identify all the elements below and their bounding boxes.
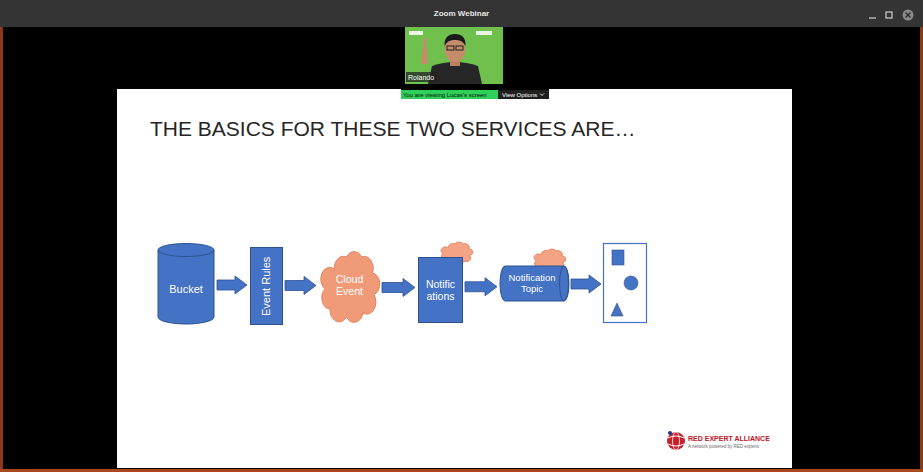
process-box: Notific ations <box>418 257 463 323</box>
desktop-edge <box>0 469 923 472</box>
slide-title: THE BASICS FOR THESE TWO SERVICES ARE… <box>150 118 635 139</box>
node-label: Event Rules <box>260 256 273 315</box>
desktop-edge <box>0 27 3 472</box>
logo-tagline: A network powered by RED experts <box>688 445 759 450</box>
event-cloud: Cloud Event <box>319 245 380 325</box>
view-options-button <box>498 90 549 99</box>
slide <box>549 89 792 99</box>
node-label: Cloud Event <box>328 273 371 297</box>
shapes-panel <box>604 244 647 323</box>
block-arrow <box>382 279 415 297</box>
viewing-banner-text: You are viewing Lucas's screen <box>403 92 487 98</box>
storage-cylinder: Bucket <box>157 243 215 325</box>
block-arrow <box>571 275 601 293</box>
node-label: Bucket <box>169 283 203 296</box>
window-buttons <box>869 10 914 21</box>
logo-globe <box>667 431 685 450</box>
slide <box>117 99 792 468</box>
node-label: Notific ations <box>421 278 460 302</box>
block-arrow <box>285 277 316 295</box>
slide <box>117 89 401 99</box>
chevron-icon <box>540 94 544 96</box>
block-arrow <box>465 278 497 296</box>
block-arrow <box>217 276 247 294</box>
viewing-banner <box>401 90 498 99</box>
topic-cylinder: Notification Topic <box>500 265 570 302</box>
video-thumbnail <box>405 27 503 84</box>
button-label: View Options <box>502 92 537 98</box>
logo-text: RED EXPERT ALLIANCE <box>688 435 770 442</box>
desktop-edge <box>920 27 923 472</box>
name-tag <box>406 72 437 82</box>
process-box: Event Rules <box>250 247 283 325</box>
participant-name: Rolando <box>408 74 434 81</box>
window-title: Zoom Webinar <box>0 10 923 18</box>
node-label: Notification Topic <box>505 273 559 295</box>
title-bar <box>0 0 923 27</box>
